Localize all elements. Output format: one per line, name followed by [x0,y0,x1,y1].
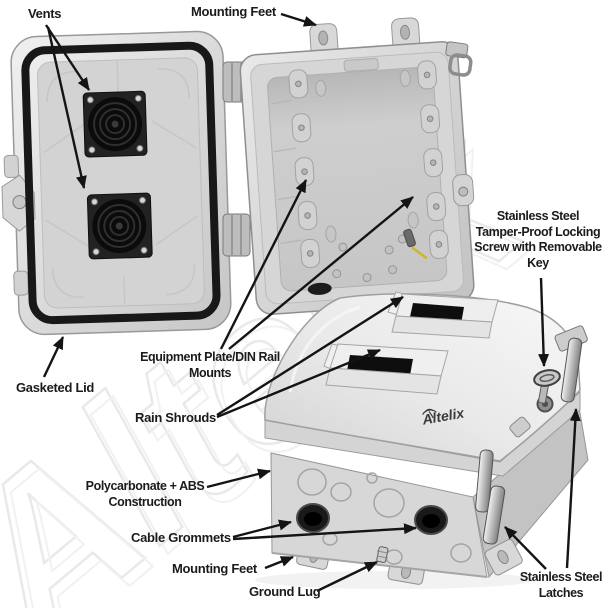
cable-grommet [296,503,330,533]
vent-grille-2 [86,192,153,260]
key-on-tether [403,228,428,260]
callout-locking-screw: Stainless Steel Tamper-Proof Locking Scr… [464,209,608,271]
closed-enclosure-view: Altelix [255,291,589,589]
lock-tab [452,174,475,207]
open-lid-view [1,30,232,336]
arrow-ground-lug [316,560,378,593]
callout-locking-screw-line1: Stainless Steel [496,209,580,223]
arrow-grommet-right [232,523,417,541]
callout-ground-lug: Ground Lug [249,584,321,599]
cable-grommet [414,505,448,535]
callout-mounting-feet-bottom: Mounting Feet [172,561,257,576]
lid-latch-tab [3,154,20,178]
lid-side-screw [12,195,27,210]
callout-locking-screw-line3: Screw with Removable [474,240,602,254]
floor-oval-holes [315,69,419,243]
callout-arrows [42,12,581,593]
latch-front [475,449,506,545]
callout-mounting-feet-top: Mounting Feet [191,4,276,19]
mounting-foot-tab [391,17,421,52]
callout-equipment-mounts-line1: Equipment Plate/DIN Rail [140,350,280,364]
arrow-latch-top [565,408,581,569]
floor-cable-hole [307,282,332,295]
callout-latches: Stainless Steel Latches [512,570,608,601]
ground-lug [376,546,389,563]
vent-grille-1 [82,90,148,158]
callout-latches-line1: Stainless Steel [519,570,603,584]
arrow-vents-2 [46,26,87,189]
arrow-grommet-left [232,519,292,539]
arrow-rain-shroud-front [216,348,381,419]
equipment-plate-mounts [288,60,449,269]
arrow-equipment-mounts-2 [228,196,414,350]
rain-shroud-back [387,291,499,339]
floor-screw-bosses [332,234,407,283]
lid-inner-panel [37,57,205,309]
callout-gasketed-lid: Gasketed Lid [16,380,95,395]
rain-shroud-front [323,343,449,395]
hinge-bottom [222,213,251,257]
arrow-gasketed-lid [42,336,65,378]
locking-screw-key [533,369,561,413]
brand-logo: Altelix [420,404,466,427]
arrow-mounting-feet-top [280,12,317,27]
mounting-foot-closed [484,538,523,576]
lid-latch-tab [13,270,29,296]
callout-equipment-mounts: Equipment Plate/DIN Rail Mounts [125,350,295,381]
arrow-locking-screw [538,277,550,367]
arrow-construction [206,468,271,489]
callout-construction-line1: Polycarbonate + ABS [85,479,205,493]
callout-equipment-mounts-line2: Mounts [188,365,232,380]
callout-latches-line2: Latches [538,585,584,600]
enclosure-floor [267,66,448,292]
latch-catch [509,416,531,438]
latch-top [554,325,588,403]
open-enclosure-view [239,17,475,315]
lid-molded-ribs [43,62,199,304]
callout-construction-line2: Construction [108,494,182,509]
callout-construction: Polycarbonate + ABS Construction [78,479,212,510]
arrow-latch-front [504,526,547,570]
mounting-foot-tab [309,23,339,58]
callout-locking-screw-line2: Tamper-Proof Locking [475,224,601,239]
lid-highlight [288,305,361,393]
wall-slot [343,57,379,72]
arrow-mounting-feet-bottom [264,555,294,570]
lid-gasket [21,41,221,325]
latch-keeper [445,41,473,77]
callout-rain-shrouds: Rain Shrouds [135,410,216,425]
arrow-vents-1 [44,24,91,91]
antenna-icon [422,408,437,419]
knockouts [297,468,472,565]
callout-cable-grommets: Cable Grommets [131,530,231,545]
callout-locking-screw-line4: Key [527,255,549,270]
arrow-rain-shroud-back [216,295,404,417]
callout-vents: Vents [28,6,62,21]
arrow-equipment-mounts-1 [219,179,308,350]
base-bottom-edge [271,552,488,578]
wall-ridges [270,99,303,245]
